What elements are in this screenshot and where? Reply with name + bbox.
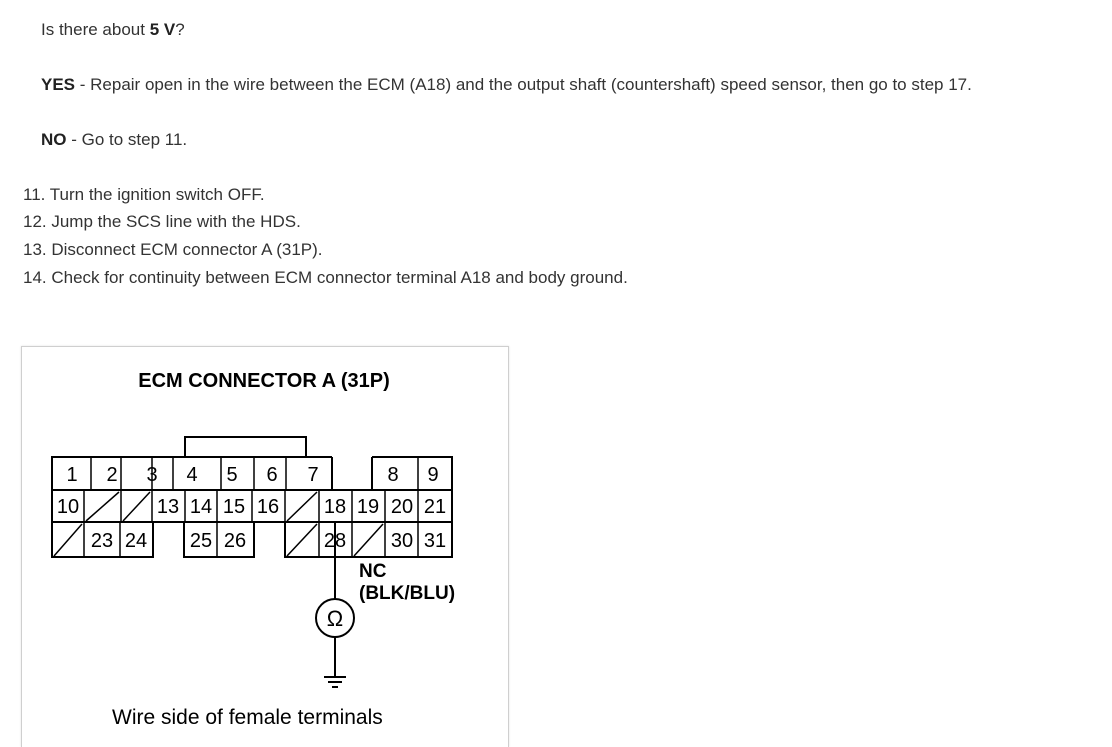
terminal-20: 20 — [391, 496, 413, 518]
wire-color: (BLK/BLU) — [359, 583, 455, 604]
terminal-21: 21 — [424, 496, 446, 518]
terminal-13: 13 — [157, 496, 179, 518]
connector-diagram: ECM CONNECTOR A (31P) — [21, 346, 509, 747]
terminal-3: 3 — [146, 464, 157, 486]
question-suffix: ? — [175, 20, 185, 39]
terminal-2: 2 — [106, 464, 117, 486]
terminal-25: 25 — [190, 530, 212, 552]
wire-name: NC — [359, 561, 387, 582]
terminal-18: 18 — [324, 496, 346, 518]
terminal-7: 7 — [307, 464, 318, 486]
terminal-23: 23 — [91, 530, 113, 552]
diagram-caption: Wire side of female terminals — [112, 706, 383, 729]
yes-line: YES - Repair open in the wire between th… — [41, 75, 972, 95]
empty-cavity-marks — [53, 491, 384, 557]
terminal-16: 16 — [257, 496, 279, 518]
diagram-title: ECM CONNECTOR A (31P) — [138, 370, 390, 392]
terminal-10: 10 — [57, 496, 79, 518]
question-prefix: Is there about — [41, 20, 150, 39]
ground-icon — [324, 676, 346, 688]
step-13: 13. Disconnect ECM connector A (31P). — [23, 240, 323, 259]
question-value: 5 V — [149, 20, 176, 39]
no-text: - Go to step 11. — [66, 130, 188, 149]
no-label: NO — [41, 130, 67, 149]
yes-text: - Repair open in the wire between the EC… — [75, 75, 972, 94]
terminal-4: 4 — [186, 464, 197, 486]
terminal-8: 8 — [387, 464, 398, 486]
no-line: NO - Go to step 11. — [41, 130, 187, 150]
terminal-14: 14 — [190, 496, 212, 518]
test-circuit — [315, 522, 355, 688]
terminal-15: 15 — [223, 496, 245, 518]
ohm-symbol: Ω — [327, 606, 343, 631]
terminal-30: 30 — [391, 530, 413, 552]
terminal-26: 26 — [224, 530, 246, 552]
step-12: 12. Jump the SCS line with the HDS. — [23, 212, 301, 231]
question-line: Is there about 5 V? — [41, 20, 185, 40]
cell-dividers — [83, 457, 419, 557]
terminal-31: 31 — [424, 530, 446, 552]
step-14: 14. Check for continuity between ECM con… — [23, 268, 628, 287]
terminal-1: 1 — [66, 464, 77, 486]
terminal-numbers: 1 2 3 4 5 6 7 8 9 10 13 14 15 16 18 19 2… — [57, 464, 446, 552]
terminal-6: 6 — [266, 464, 277, 486]
terminal-9: 9 — [427, 464, 438, 486]
terminal-24: 24 — [125, 530, 147, 552]
connector-svg: ECM CONNECTOR A (31P) — [51, 370, 455, 729]
terminal-5: 5 — [226, 464, 237, 486]
yes-label: YES — [41, 75, 76, 94]
terminal-19: 19 — [357, 496, 379, 518]
step-11: 11. Turn the ignition switch OFF. — [23, 185, 265, 204]
